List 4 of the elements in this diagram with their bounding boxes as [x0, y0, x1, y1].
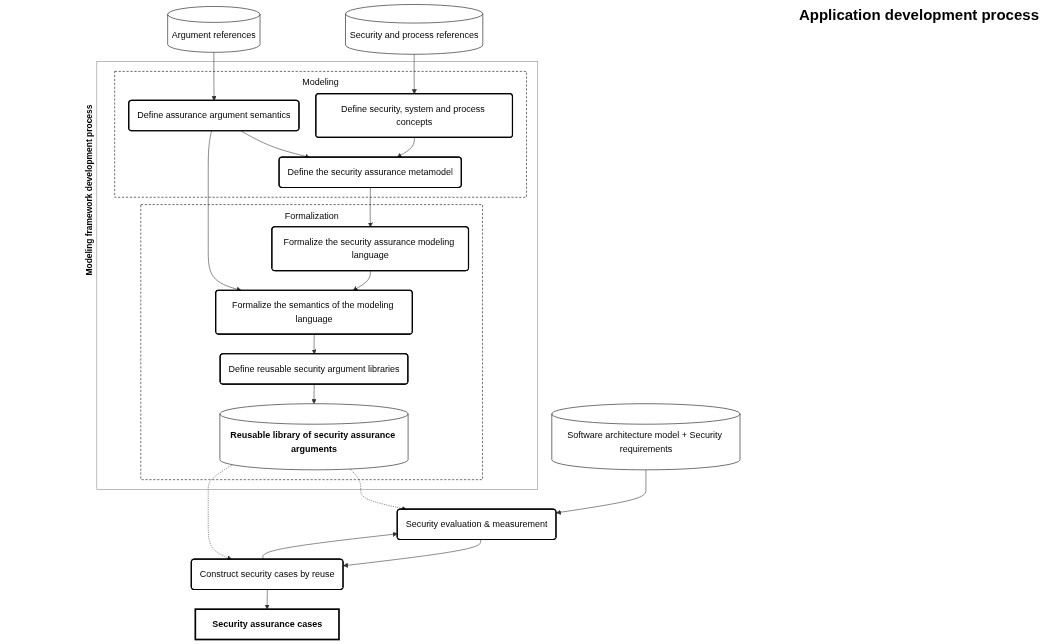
- cluster: [96, 61, 539, 490]
- section-heading: Application development process: [798, 6, 1039, 23]
- node-box: Security assurance cases: [194, 608, 340, 641]
- node-label: Modeling framework development process: [84, 104, 95, 276]
